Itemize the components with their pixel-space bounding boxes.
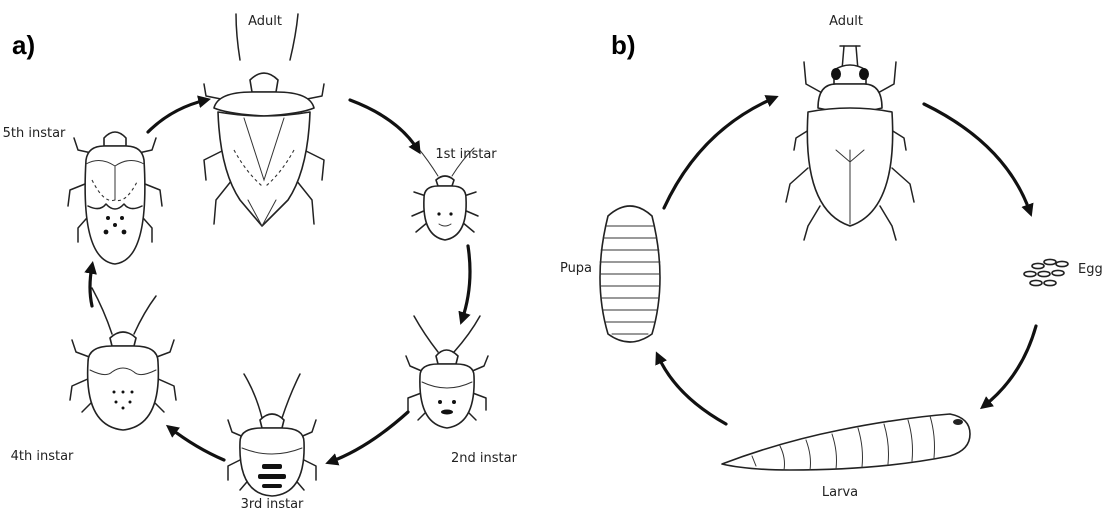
adult-beetle-illustration xyxy=(786,46,914,240)
third-instar-illustration xyxy=(228,374,316,496)
panel-b-letter: b) xyxy=(611,30,636,60)
fourth-instar-illustration xyxy=(70,288,176,430)
label-adult-a: Adult xyxy=(248,14,282,29)
arrow-5th-to-adult xyxy=(148,100,206,132)
arrow-egg-to-larva xyxy=(984,326,1036,406)
arrow-adult-to-1st xyxy=(350,100,418,150)
panel-b: b) Adult xyxy=(560,14,1103,500)
label-adult-b: Adult xyxy=(829,14,863,29)
arrow-2nd-to-3rd xyxy=(330,412,408,462)
panel-a: a) Adult xyxy=(3,14,518,512)
label-5th-instar: 5th instar xyxy=(3,126,66,141)
label-4th-instar: 4th instar xyxy=(11,449,74,464)
arrow-3rd-to-4th xyxy=(170,428,224,460)
arrow-1st-to-2nd xyxy=(462,246,470,320)
label-2nd-instar: 2nd instar xyxy=(451,451,518,466)
arrow-larva-to-pupa xyxy=(658,356,726,424)
pupa-illustration xyxy=(600,206,660,342)
label-egg: Egg xyxy=(1078,262,1103,277)
label-1st-instar: 1st instar xyxy=(435,147,497,162)
larva-illustration xyxy=(722,414,970,470)
arrow-pupa-to-adult xyxy=(664,98,774,208)
label-larva: Larva xyxy=(822,485,858,500)
arrow-adult-to-egg xyxy=(924,104,1030,212)
label-pupa: Pupa xyxy=(560,261,592,276)
label-3rd-instar: 3rd instar xyxy=(241,497,304,512)
arrow-4th-to-5th xyxy=(90,266,92,306)
panel-a-letter: a) xyxy=(12,30,35,60)
adult-stink-bug-illustration xyxy=(204,14,324,226)
second-instar-illustration xyxy=(406,316,488,428)
fifth-instar-illustration xyxy=(68,132,162,264)
eggs-illustration xyxy=(1024,259,1068,285)
